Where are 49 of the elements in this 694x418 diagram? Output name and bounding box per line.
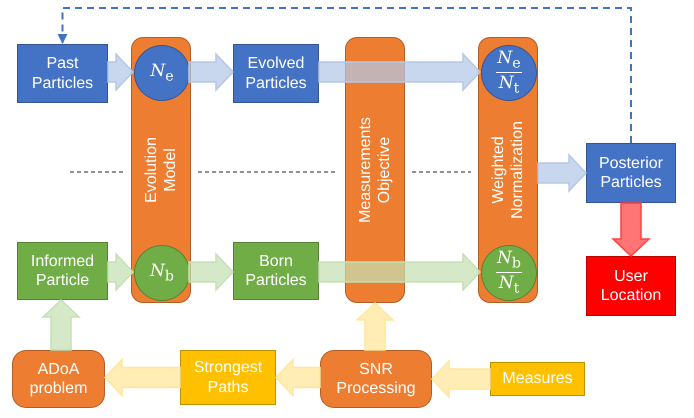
fraction-denominator: N$_{t}$	[496, 272, 522, 297]
fraction-numerator: N$_{b}$	[496, 249, 522, 272]
node-label: Evolved Particles	[244, 54, 308, 93]
block-arrow	[107, 252, 134, 292]
process-box	[180, 350, 276, 405]
process-box	[586, 256, 676, 316]
block-arrow	[611, 202, 651, 258]
block-arrow	[188, 52, 234, 92]
process-box	[233, 242, 319, 300]
block-arrow	[355, 302, 395, 351]
bar-label: Measurements Objective	[356, 116, 394, 225]
block-arrow	[104, 358, 181, 398]
model-bar	[131, 37, 191, 303]
block-arrow	[318, 252, 482, 292]
node-label: SNR Processing	[335, 360, 417, 398]
process-box	[586, 143, 676, 203]
block-arrow	[107, 52, 134, 92]
node-label: Strongest Paths	[192, 358, 264, 397]
node-label: ADoA problem	[28, 360, 88, 398]
block-arrow	[318, 52, 482, 92]
process-box	[320, 350, 432, 408]
process-box	[17, 44, 108, 103]
count-circle	[481, 45, 537, 101]
model-bar	[478, 37, 538, 303]
process-box	[233, 44, 319, 103]
math-symbol: N$_{b}$	[148, 262, 175, 284]
node-label: Past Particles	[30, 54, 94, 93]
fraction-denominator: N$_{t}$	[496, 72, 522, 97]
block-arrow	[41, 298, 81, 351]
bar-label: Evolution Model	[142, 136, 180, 205]
bar-label: Weighted Normalization	[488, 120, 527, 221]
block-arrow	[430, 359, 491, 399]
count-circle	[134, 45, 190, 101]
node-label: Born Particles	[244, 252, 308, 290]
process-box	[12, 350, 105, 408]
count-circle	[481, 245, 537, 301]
process-box	[17, 242, 108, 300]
block-arrow	[537, 153, 588, 193]
block-arrow	[188, 252, 234, 292]
process-box	[490, 362, 585, 396]
block-arrow	[274, 358, 321, 398]
node-label: Posterior Particles	[598, 154, 664, 192]
count-circle	[134, 245, 190, 301]
node-label: Measures	[501, 369, 574, 389]
math-symbol: N$_{e}$	[149, 62, 175, 84]
feedback-arrow	[58, 7, 632, 143]
node-label: Informed Particle	[30, 252, 96, 290]
fraction-numerator: N$_{e}$	[496, 49, 522, 72]
node-label: User Location	[600, 266, 662, 306]
